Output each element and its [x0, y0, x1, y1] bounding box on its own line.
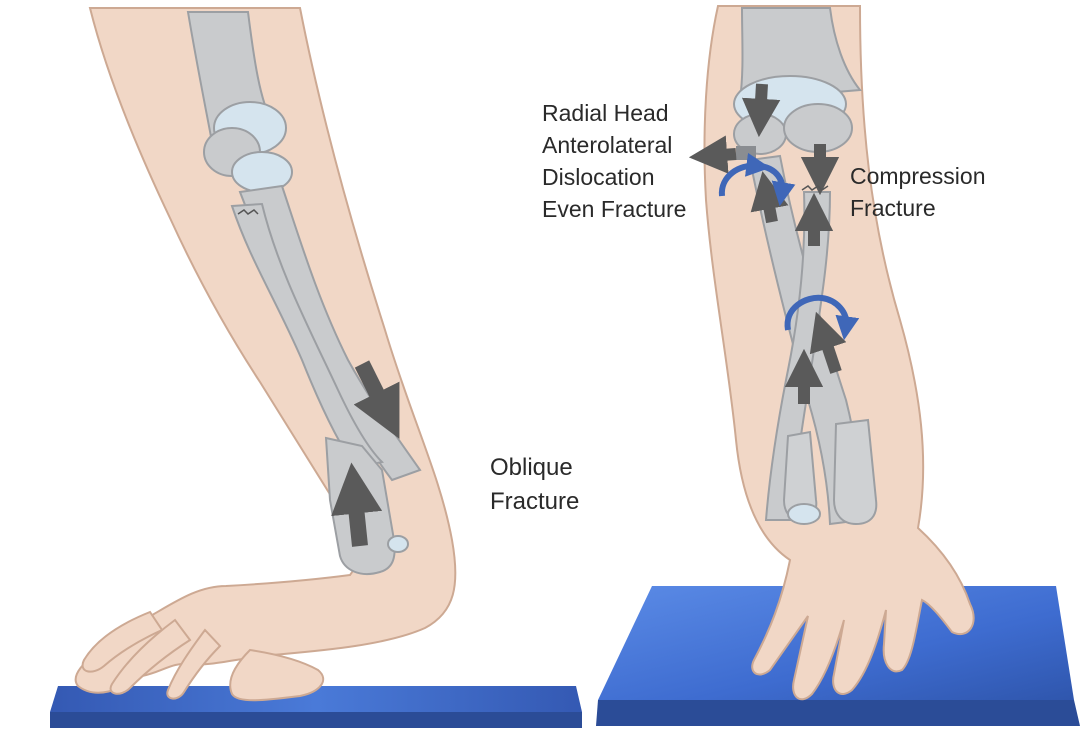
label-line: Compression — [850, 163, 986, 189]
force-arrow-icon — [353, 360, 400, 439]
left-surface — [50, 686, 582, 728]
right-force-arrows — [688, 83, 847, 404]
label-line: Oblique — [490, 454, 573, 481]
fracture-line — [237, 209, 259, 215]
left-force-arrows — [331, 360, 400, 547]
left-elbow-bones — [186, 11, 293, 193]
rotation-arrow-icon — [759, 163, 796, 207]
label-line: Anterolateral — [542, 132, 673, 158]
force-arrow-icon — [741, 83, 781, 138]
left-panel — [50, 7, 582, 728]
left-fingers — [81, 610, 325, 702]
oblique-fracture-label: Oblique Fracture — [490, 451, 579, 519]
rotation-arrow-icon — [718, 152, 771, 197]
compression-fracture-label: Compression Fracture — [850, 160, 986, 224]
force-arrow-icon — [809, 311, 847, 374]
force-arrow-icon — [750, 171, 789, 224]
force-arrow-icon — [688, 135, 737, 174]
label-line: Fracture — [850, 195, 936, 221]
fracture-line — [801, 185, 829, 191]
radial-head-marker — [736, 146, 756, 160]
right-panel — [237, 5, 1080, 726]
radial-head-dislocation-label: Radial Head Anterolateral Dislocation Ev… — [542, 97, 686, 225]
rotation-arrow-icon — [784, 294, 860, 341]
label-line: Radial Head — [542, 100, 669, 126]
rotation-arrows — [718, 152, 860, 341]
label-line: Fracture — [490, 488, 580, 515]
force-arrow-icon — [331, 462, 383, 547]
label-line: Dislocation — [542, 164, 655, 190]
label-line: Even Fracture — [542, 196, 687, 222]
